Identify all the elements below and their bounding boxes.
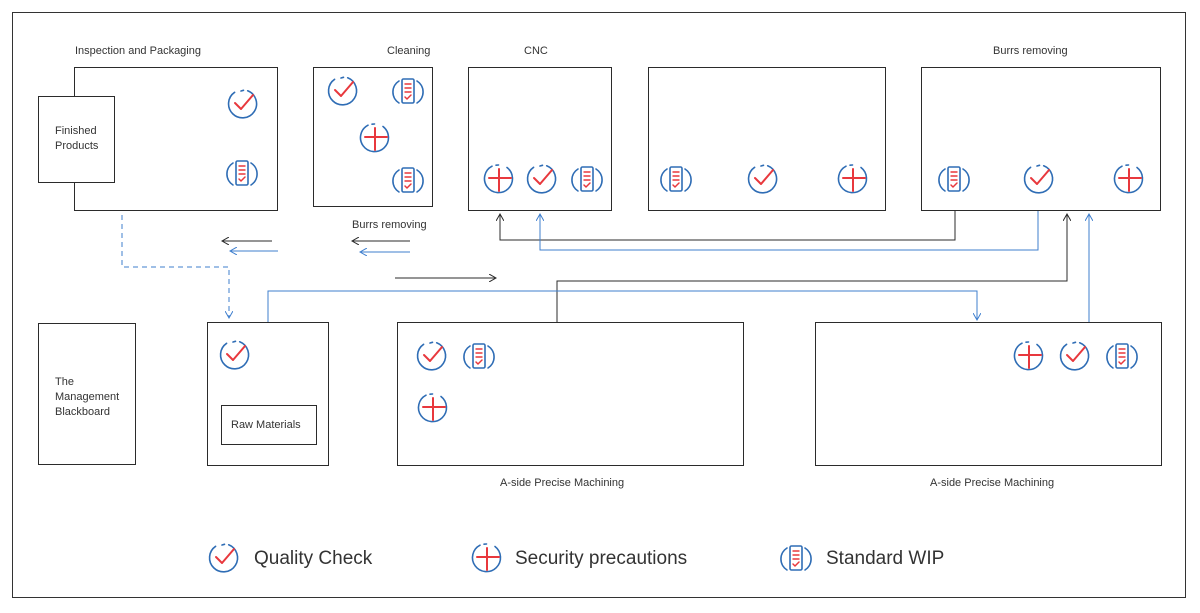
diagram-frame <box>12 12 1186 598</box>
security-precautions-icon <box>1010 338 1046 374</box>
quality-check-icon <box>225 86 261 122</box>
quality-check-icon <box>217 337 253 373</box>
raw-materials-box: Raw Materials <box>221 405 317 445</box>
security-precautions-icon <box>1110 161 1146 197</box>
standard-wip-icon <box>390 73 426 109</box>
cnc-box <box>468 67 612 211</box>
station-label-cleaning: Cleaning <box>387 45 431 57</box>
quality-check-icon <box>745 161 781 197</box>
station-label-aside-2: A-side Precise Machining <box>930 477 1055 489</box>
standard-wip-icon <box>461 338 497 374</box>
aside1-to-burrs-dark <box>556 214 1067 322</box>
standard-wip-icon <box>224 155 260 191</box>
burrs-to-cnc-dark <box>500 211 956 241</box>
legend-standard-wip-icon <box>778 540 814 576</box>
raw-to-aside2-blue <box>267 290 977 322</box>
security-precautions-icon <box>414 390 450 426</box>
management-blackboard-box: The Management Blackboard <box>38 323 136 465</box>
dashed-flow-line <box>121 215 229 318</box>
quality-check-icon <box>1021 161 1057 197</box>
quality-check-icon <box>325 73 361 109</box>
standard-wip-icon <box>936 161 972 197</box>
finished-products-label: Finished Products <box>55 125 99 152</box>
legend-security-precautions-label: Security precautions <box>515 548 688 569</box>
security-precautions-icon <box>480 161 516 197</box>
legend-quality-check-icon <box>206 540 242 576</box>
management-blackboard-label: The Management Blackboard <box>55 376 120 418</box>
middle-station-box <box>648 67 886 211</box>
standard-wip-icon <box>569 161 605 197</box>
legend-standard-wip-label: Standard WIP <box>826 548 945 569</box>
aside-machining-box-1 <box>397 322 744 466</box>
station-label-cnc: CNC <box>524 45 548 57</box>
station-label-inspection: Inspection and Packaging <box>75 45 201 57</box>
legend-quality-check-label: Quality Check <box>254 548 373 569</box>
quality-check-icon <box>1057 338 1093 374</box>
legend-security-precautions-icon <box>468 540 504 576</box>
raw-materials-station-box: Raw Materials <box>207 322 329 466</box>
standard-wip-icon <box>658 161 694 197</box>
standard-wip-icon <box>1104 338 1140 374</box>
raw-materials-label: Raw Materials <box>231 419 301 431</box>
station-label-aside-1: A-side Precise Machining <box>500 477 625 489</box>
burrs-to-cnc-blue <box>540 211 1039 251</box>
security-precautions-icon <box>834 161 870 197</box>
station-label-burrs-top: Burrs removing <box>993 45 1068 57</box>
quality-check-icon <box>414 338 450 374</box>
standard-wip-icon <box>390 162 426 198</box>
finished-products-box: Finished Products <box>38 96 115 183</box>
security-precautions-icon <box>356 120 392 156</box>
quality-check-icon <box>524 161 560 197</box>
burrs-removing-box <box>921 67 1161 211</box>
station-label-burrs-mid: Burrs removing <box>352 219 427 231</box>
aside-machining-box-2 <box>815 322 1162 466</box>
